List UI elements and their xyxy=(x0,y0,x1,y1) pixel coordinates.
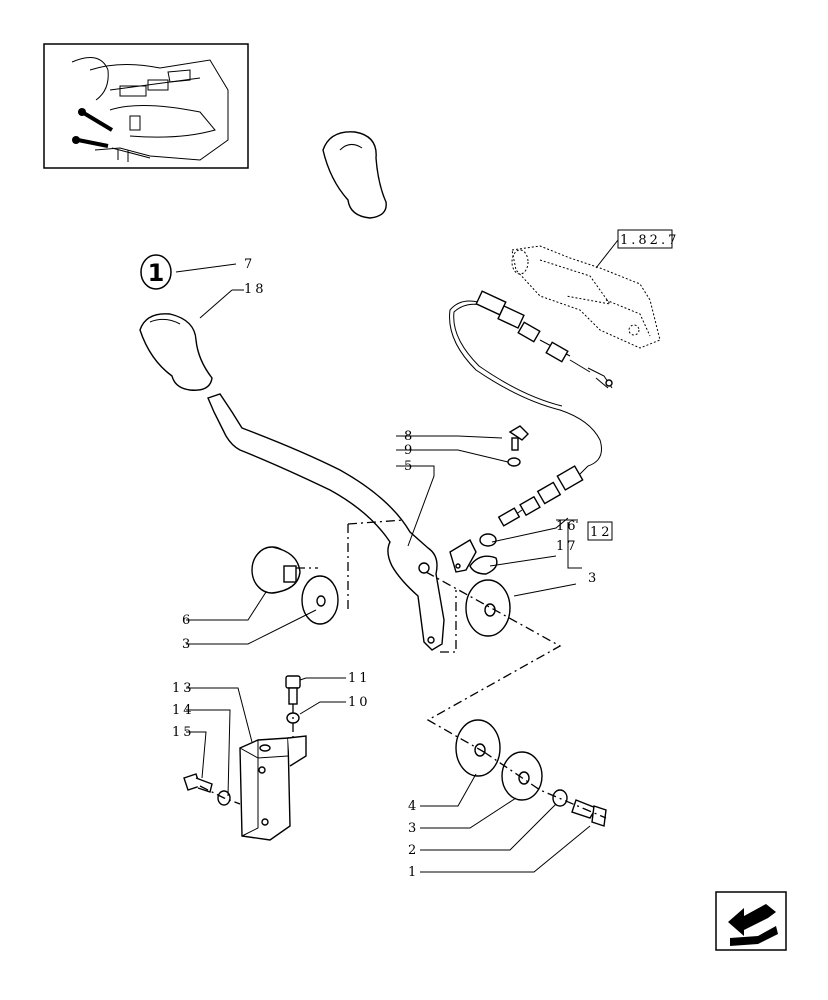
callout-13: 13 xyxy=(172,681,195,696)
group-box-12 xyxy=(587,521,613,541)
overview-thumbnail[interactable] xyxy=(43,43,249,169)
callout-10: 10 xyxy=(348,695,371,710)
washer-right xyxy=(465,579,511,637)
cable-fork xyxy=(449,533,497,573)
kit-marker-badge: 1 xyxy=(140,254,172,290)
gear-lever-arm xyxy=(207,393,445,651)
callout-16: 16 xyxy=(556,519,579,534)
bolt-screw xyxy=(508,425,529,451)
tractor-cab-overview-icon xyxy=(71,57,229,162)
callout-18: 18 xyxy=(244,282,267,297)
callout-3-lower: 3 xyxy=(408,821,419,836)
callout-2: 2 xyxy=(408,843,419,858)
pivot-bushing xyxy=(251,546,301,594)
callout-4: 4 xyxy=(408,799,419,814)
callout-labels: 7 18 8 9 5 16 12 17 3 6 3 13 14 15 11 10… xyxy=(172,257,613,880)
leader-lines xyxy=(186,435,591,873)
cross-reference-label: 1.82.7 xyxy=(620,233,679,248)
callout-15: 15 xyxy=(172,725,195,740)
lower-bolt-1 xyxy=(571,799,607,827)
callout-8: 8 xyxy=(404,429,415,444)
callout-6: 6 xyxy=(182,613,193,628)
block-bolt-top xyxy=(285,675,301,705)
callout-3-right: 3 xyxy=(588,571,599,586)
callout-5: 5 xyxy=(404,459,415,474)
callout-14: 14 xyxy=(172,703,195,718)
reference-box xyxy=(617,229,673,249)
washer-left xyxy=(301,575,339,625)
callout-11: 11 xyxy=(348,671,371,686)
shift-block xyxy=(239,735,307,841)
spare-knob xyxy=(322,131,387,219)
cable-assembly xyxy=(449,290,613,527)
neutral-switch-reference xyxy=(511,245,661,349)
washer-lower-3 xyxy=(501,751,543,801)
callout-7: 7 xyxy=(244,257,255,272)
kit-marker-text: 1 xyxy=(148,259,165,287)
callout-1: 1 xyxy=(408,865,419,880)
next-page-arrow-icon[interactable] xyxy=(715,891,787,951)
lock-washer xyxy=(507,457,521,467)
callout-9: 9 xyxy=(404,443,415,458)
callout-17: 17 xyxy=(556,539,579,554)
callout-3-left: 3 xyxy=(182,637,193,652)
gear-lever-knob xyxy=(139,313,213,391)
retaining-clip xyxy=(469,555,498,575)
callout-12: 12 xyxy=(590,525,613,540)
